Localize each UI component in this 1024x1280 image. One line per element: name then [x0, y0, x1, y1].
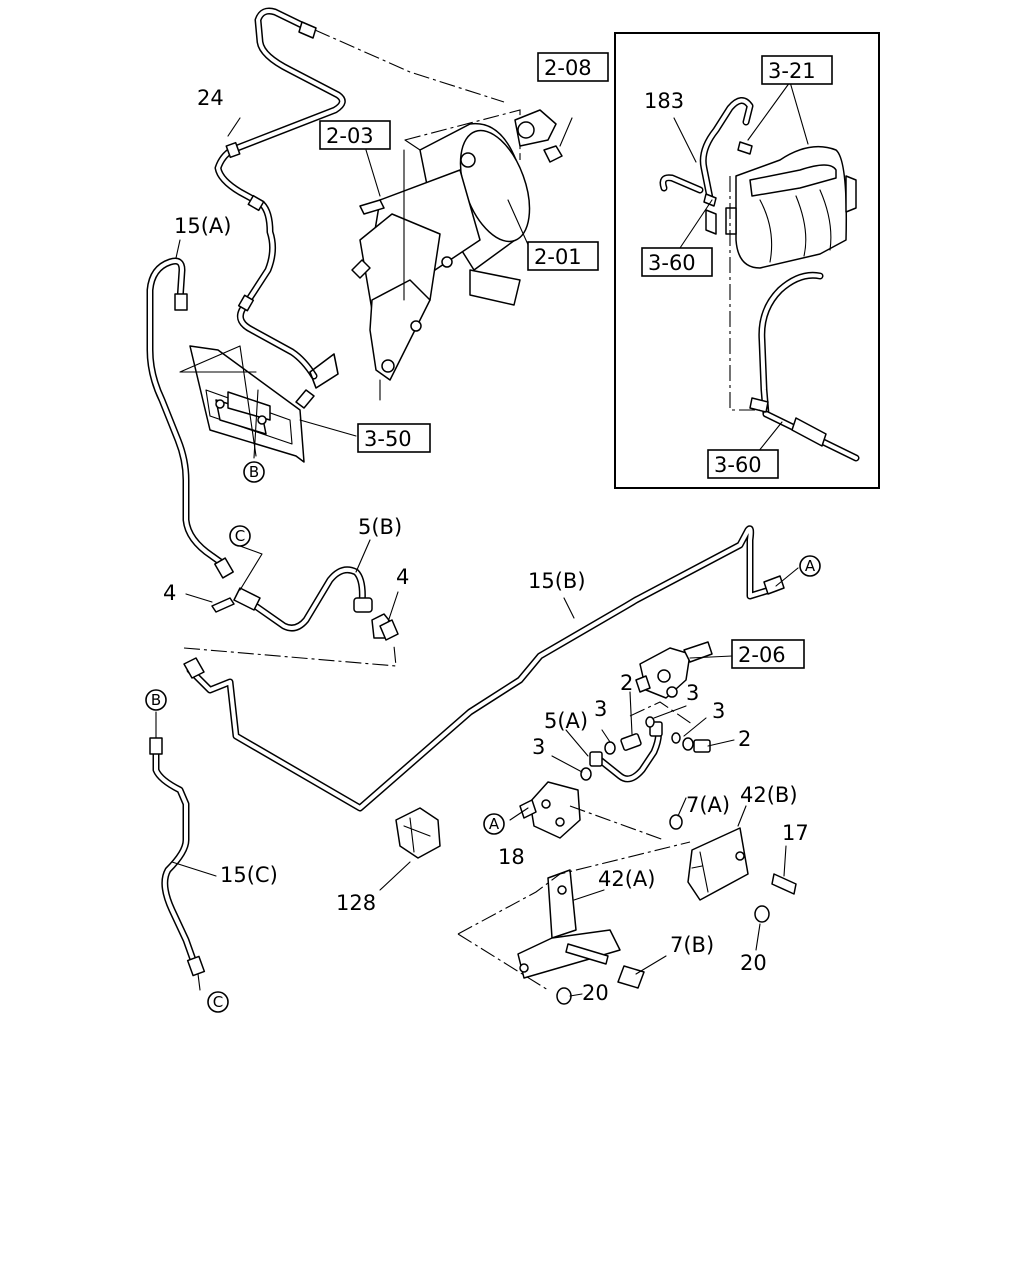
pipe-5a [589, 721, 663, 783]
connector-a-top-letter: A [805, 557, 816, 575]
label-2-right: 2 [738, 727, 751, 751]
label-128: 128 [336, 891, 376, 915]
label-7a: 7(A) [686, 793, 730, 817]
ref-box-2-06[interactable]: 2-06 [731, 639, 805, 669]
valve-2-06 [635, 641, 713, 699]
ref-3-60-lower: 3-60 [714, 453, 762, 477]
connector-c-bottom: C [207, 991, 229, 1013]
inset-frame [614, 32, 880, 489]
connector-c-top-letter: C [235, 527, 245, 545]
ref-box-3-60-lower[interactable]: 3-60 [707, 449, 779, 479]
switch-128 [395, 807, 441, 859]
connector-b-top-letter: B [249, 463, 259, 481]
label-4-left: 4 [163, 581, 176, 605]
label-5a: 5(A) [544, 709, 588, 733]
pipe-24 [214, 7, 346, 409]
ref-box-3-21[interactable]: 3-21 [761, 55, 833, 85]
label-18: 18 [498, 845, 525, 869]
connector-b-bottom-letter: B [151, 691, 161, 709]
inset-reservoir-assembly [659, 97, 860, 462]
leader-lines [155, 29, 809, 997]
label-3-right-top: 3 [686, 681, 699, 705]
label-15c: 15(C) [220, 863, 278, 887]
label-42b: 42(B) [740, 783, 798, 807]
label-2-top: 2 [620, 671, 633, 695]
ref-3-21: 3-21 [768, 59, 816, 83]
connector-b-bottom: B [145, 689, 167, 711]
clutch-master-cylinder-assembly [351, 109, 563, 401]
connector-a-bottom-letter: A [489, 815, 500, 833]
pipe-5b [211, 566, 393, 639]
pipe-15a [146, 257, 234, 579]
label-3-right: 3 [712, 699, 725, 723]
ref-2-06: 2-06 [738, 643, 786, 667]
label-3-upper: 3 [594, 697, 607, 721]
label-7b: 7(B) [670, 933, 714, 957]
ref-box-2-01[interactable]: 2-01 [527, 241, 599, 271]
label-4-right: 4 [396, 565, 409, 589]
ref-box-2-08[interactable]: 2-08 [537, 52, 609, 82]
ref-2-01: 2-01 [534, 245, 582, 269]
label-24: 24 [197, 86, 224, 110]
ref-box-3-50[interactable]: 3-50 [357, 423, 431, 453]
ref-3-60-upper: 3-60 [648, 251, 696, 275]
label-20-bottom: 20 [582, 981, 609, 1005]
connector-c-bottom-letter: C [213, 993, 223, 1011]
label-15b: 15(B) [528, 569, 586, 593]
reference-boxes: 2-08 2-03 2-01 3-50 3-21 3-60 3-60 2-06 [319, 52, 833, 669]
label-20-right: 20 [740, 951, 767, 975]
label-3-left: 3 [532, 735, 545, 759]
pipe-15b [183, 525, 785, 812]
label-17: 17 [782, 821, 809, 845]
bracket-42b [669, 814, 797, 923]
ref-box-2-03[interactable]: 2-03 [319, 120, 391, 150]
switch-18 [519, 781, 581, 839]
connector-a-top: A [799, 555, 821, 577]
connector-a-bottom: A [483, 813, 505, 835]
connector-c-top: C [229, 525, 251, 547]
part-number-labels: 24 15(A) 5(B) 4 4 15(B) 183 2 3 5(A) 3 3… [163, 86, 809, 1005]
ref-box-3-60-upper[interactable]: 3-60 [641, 247, 713, 277]
ref-2-08: 2-08 [544, 56, 592, 80]
ref-3-50: 3-50 [364, 427, 412, 451]
label-42a: 42(A) [598, 867, 655, 891]
connector-b-top: B [243, 461, 265, 483]
label-183: 183 [644, 89, 684, 113]
ref-2-03: 2-03 [326, 124, 374, 148]
bracket-3-50 [179, 345, 305, 463]
label-5b: 5(B) [358, 515, 402, 539]
pipe-15c [149, 737, 206, 977]
label-15a: 15(A) [174, 214, 231, 238]
connector-markers: A A B B C C [145, 461, 821, 1013]
